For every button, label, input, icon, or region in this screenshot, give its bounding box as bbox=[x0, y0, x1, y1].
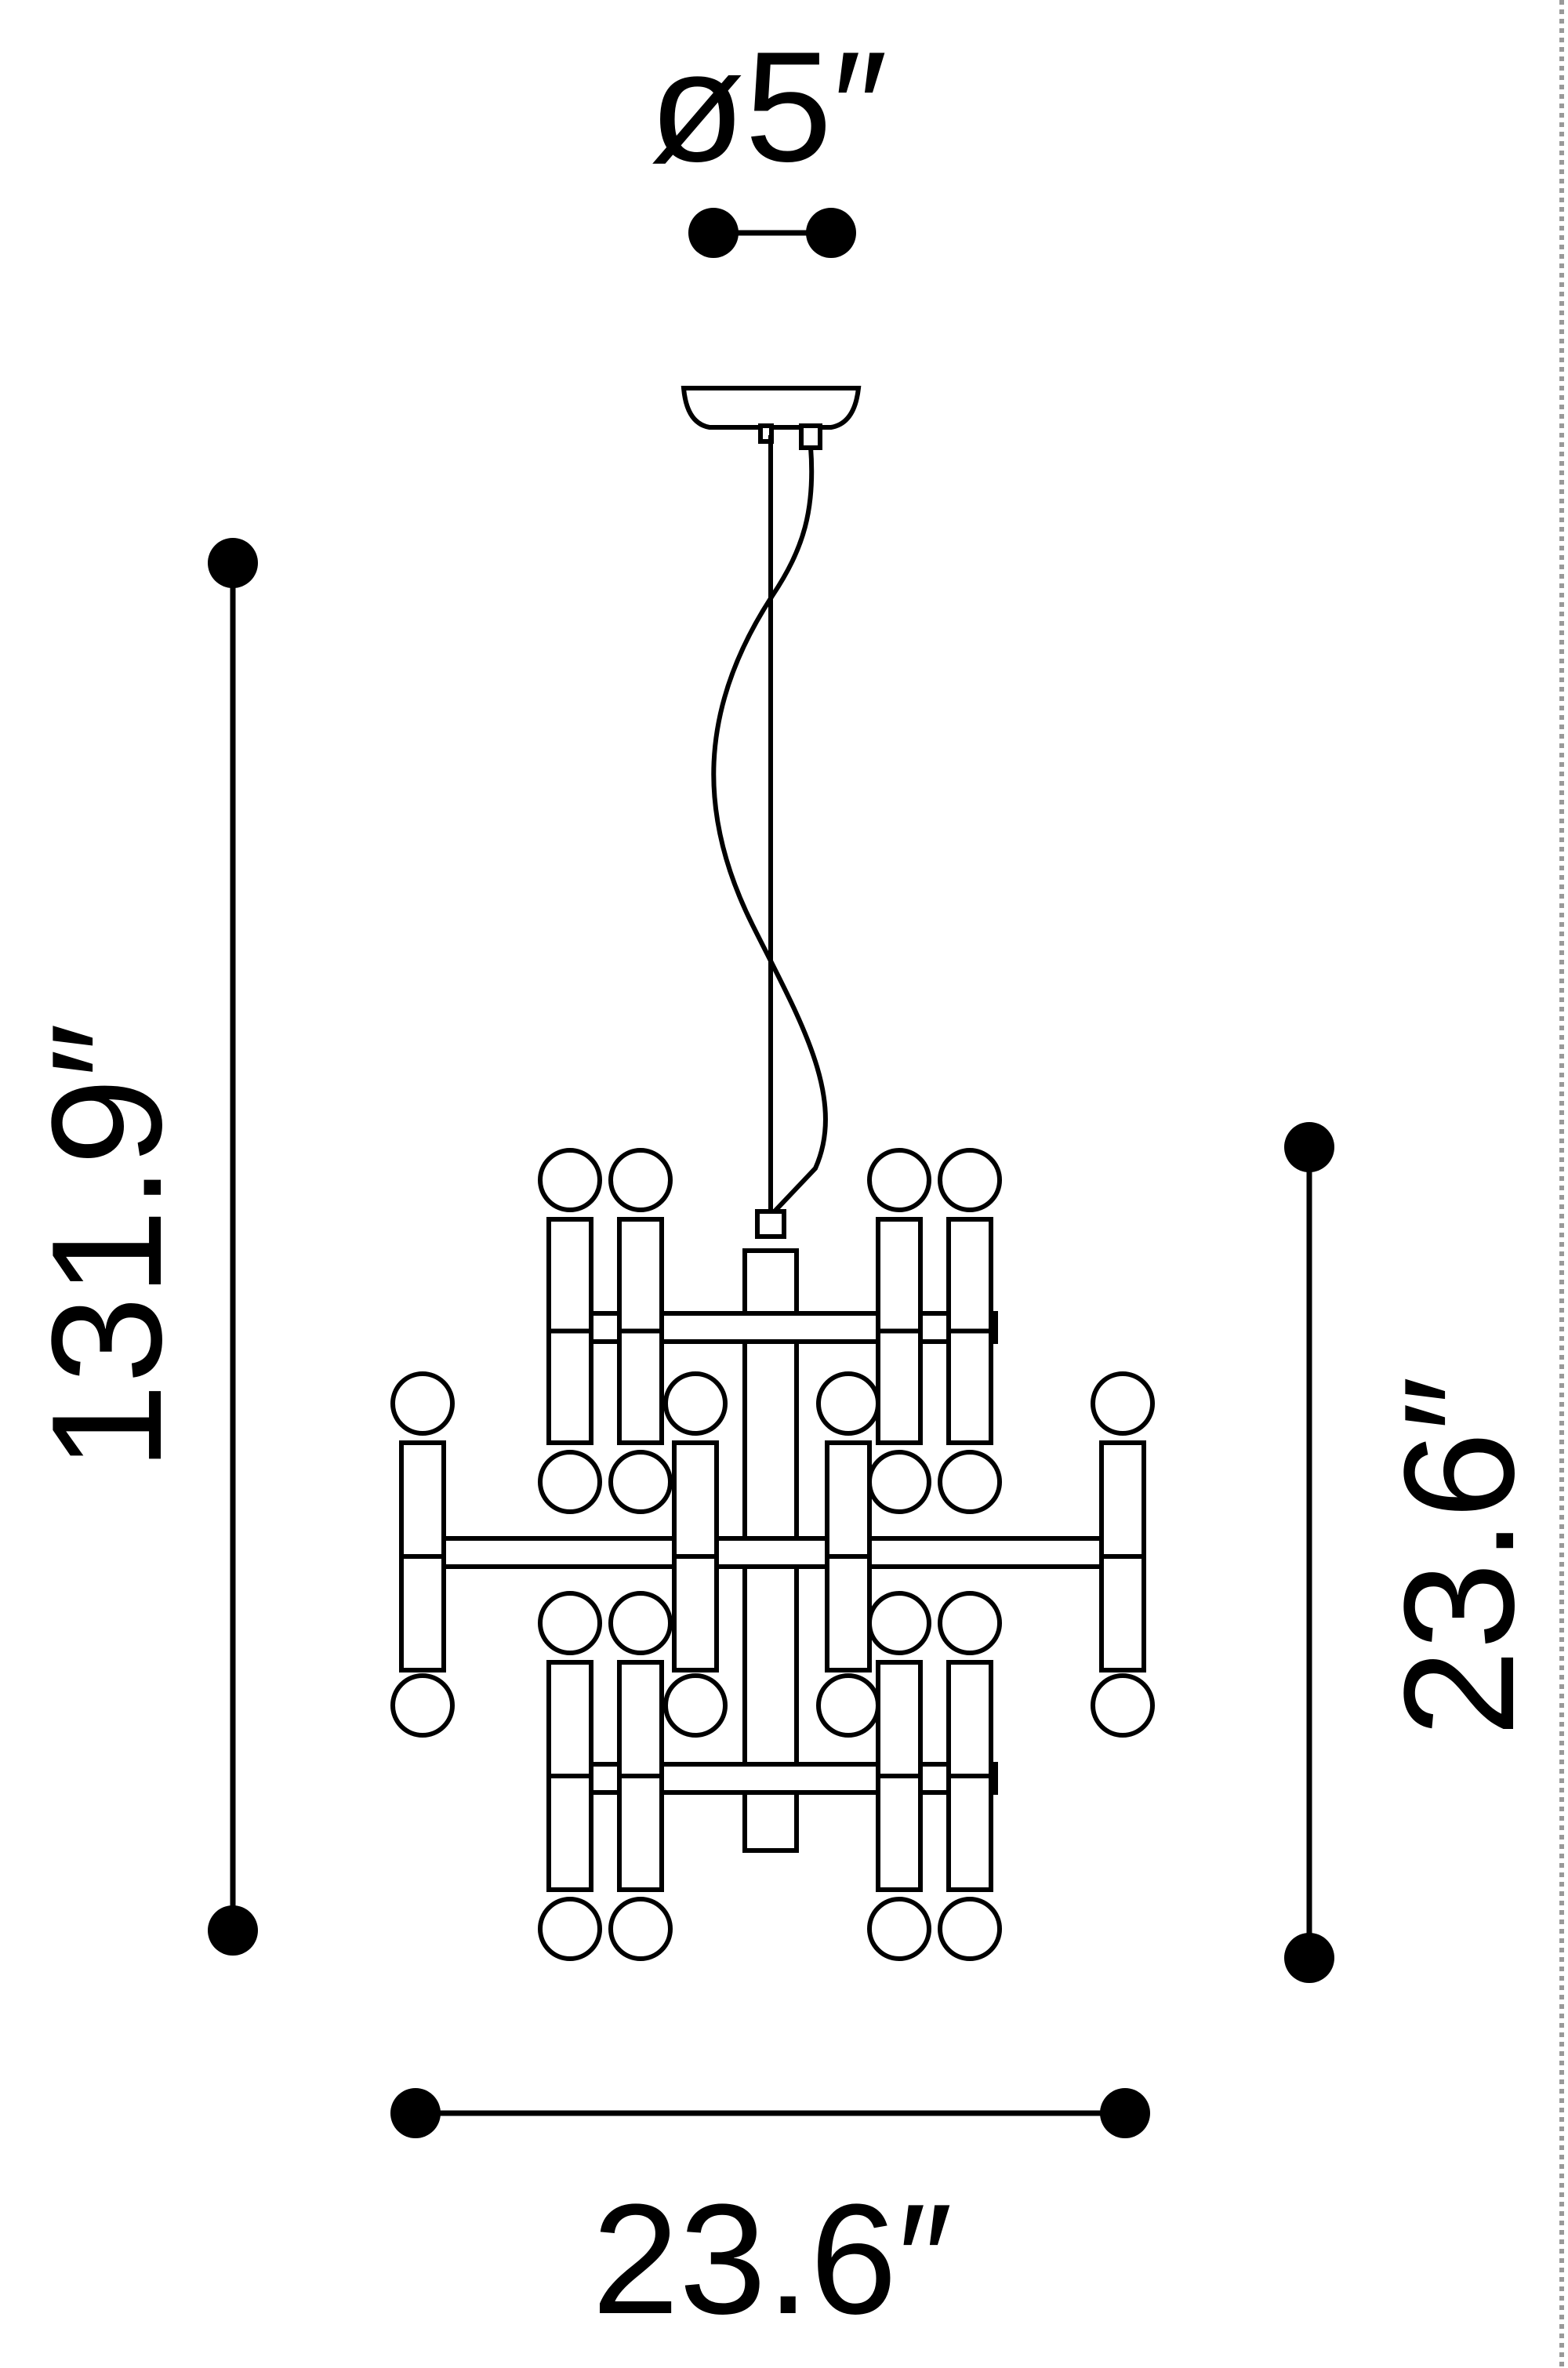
light-bulb bbox=[390, 1673, 455, 1738]
light-bulb bbox=[608, 1148, 673, 1212]
ceiling-canopy bbox=[681, 386, 862, 430]
light-bulb bbox=[538, 1148, 602, 1212]
light-bulb bbox=[538, 1897, 602, 1961]
light-bulb bbox=[1091, 1371, 1155, 1436]
diameter-label: ø5″ bbox=[649, 20, 887, 194]
diameter-endpoint-right bbox=[806, 208, 856, 258]
lower-crossbar bbox=[546, 1762, 998, 1795]
diameter-endpoint-left bbox=[688, 208, 739, 258]
width-endpoint-left bbox=[390, 2088, 441, 2138]
light-bulb bbox=[608, 1450, 673, 1514]
fixture-height-label: 23.6″ bbox=[1372, 1376, 1547, 1737]
power-cord bbox=[711, 446, 828, 1216]
light-bulb bbox=[390, 1371, 455, 1436]
fixture-height-endpoint-bottom bbox=[1284, 1933, 1334, 1983]
light-bulb bbox=[608, 1591, 673, 1655]
light-bulb bbox=[938, 1897, 1002, 1961]
light-bulb bbox=[1091, 1673, 1155, 1738]
middle-crossbar bbox=[437, 1536, 1108, 1569]
light-bulb bbox=[816, 1371, 880, 1436]
overall-height-endpoint-top bbox=[208, 538, 258, 588]
light-bulb bbox=[538, 1450, 602, 1514]
light-bulb bbox=[608, 1897, 673, 1961]
light-bulb bbox=[663, 1673, 728, 1738]
width-endpoint-right bbox=[1100, 2088, 1150, 2138]
light-bulb bbox=[867, 1897, 931, 1961]
diameter-dimension: ø5″ bbox=[649, 20, 887, 258]
light-bulb bbox=[663, 1371, 728, 1436]
light-bulb bbox=[867, 1148, 931, 1212]
light-bulb bbox=[867, 1591, 931, 1655]
light-bulb bbox=[938, 1450, 1002, 1514]
light-bulb bbox=[938, 1148, 1002, 1212]
overall-height-dimension: 131.9″ bbox=[20, 538, 258, 1956]
light-bulb bbox=[816, 1673, 880, 1738]
light-bulb bbox=[538, 1591, 602, 1655]
upper-crossbar bbox=[546, 1311, 998, 1344]
light-bulb bbox=[938, 1591, 1002, 1655]
light-bulb bbox=[867, 1450, 931, 1514]
chandelier-illustration bbox=[390, 386, 1155, 1961]
overall-height-endpoint-bottom bbox=[208, 1905, 258, 1956]
overall-height-label: 131.9″ bbox=[20, 1022, 194, 1470]
fixture-height-endpoint-top bbox=[1284, 1122, 1334, 1172]
width-dimension: 23.6″ bbox=[390, 2088, 1150, 2347]
fixture-height-dimension: 23.6″ bbox=[1284, 1122, 1547, 1983]
width-label: 23.6″ bbox=[592, 2172, 953, 2347]
